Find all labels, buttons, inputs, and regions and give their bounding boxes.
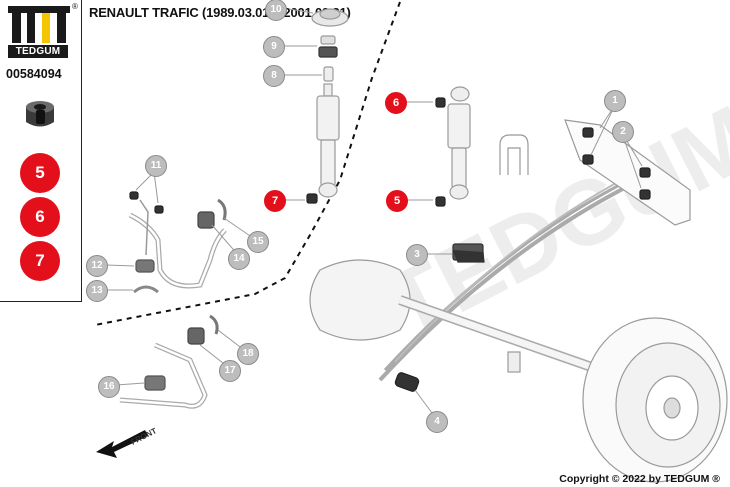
position-badge: 7 bbox=[20, 241, 60, 281]
callout-7: 7 bbox=[264, 190, 286, 212]
callout-10: 10 bbox=[265, 0, 287, 21]
copyright-notice: Copyright © 2022 by TEDGUM ® bbox=[559, 473, 720, 485]
bushing-thumbnail-icon bbox=[26, 101, 54, 127]
callout-9: 9 bbox=[263, 36, 285, 58]
callout-15: 15 bbox=[247, 231, 269, 253]
tedgum-logo-icon bbox=[8, 6, 70, 43]
callout-1: 1 bbox=[604, 90, 626, 112]
registered-mark: ® bbox=[72, 2, 78, 11]
callout-8: 8 bbox=[263, 65, 285, 87]
part-info-panel: ® TEDGUM 00584094 5 6 7 bbox=[0, 0, 82, 302]
section-divider bbox=[94, 1, 401, 326]
callout-14: 14 bbox=[228, 248, 250, 270]
brand-name: TEDGUM bbox=[8, 45, 68, 58]
callout-18: 18 bbox=[237, 343, 259, 365]
part-number: 00584094 bbox=[6, 67, 62, 81]
callout-16: 16 bbox=[98, 376, 120, 398]
callout-12: 12 bbox=[86, 255, 108, 277]
position-badge: 5 bbox=[20, 153, 60, 193]
callout-3: 3 bbox=[406, 244, 428, 266]
position-badge: 6 bbox=[20, 197, 60, 237]
callout-6: 6 bbox=[385, 92, 407, 114]
callout-13: 13 bbox=[86, 280, 108, 302]
callout-11: 11 bbox=[145, 155, 167, 177]
front-direction-arrow bbox=[96, 430, 148, 458]
callout-17: 17 bbox=[219, 360, 241, 382]
callout-4: 4 bbox=[426, 411, 448, 433]
callout-2: 2 bbox=[612, 121, 634, 143]
callout-5: 5 bbox=[386, 190, 408, 212]
